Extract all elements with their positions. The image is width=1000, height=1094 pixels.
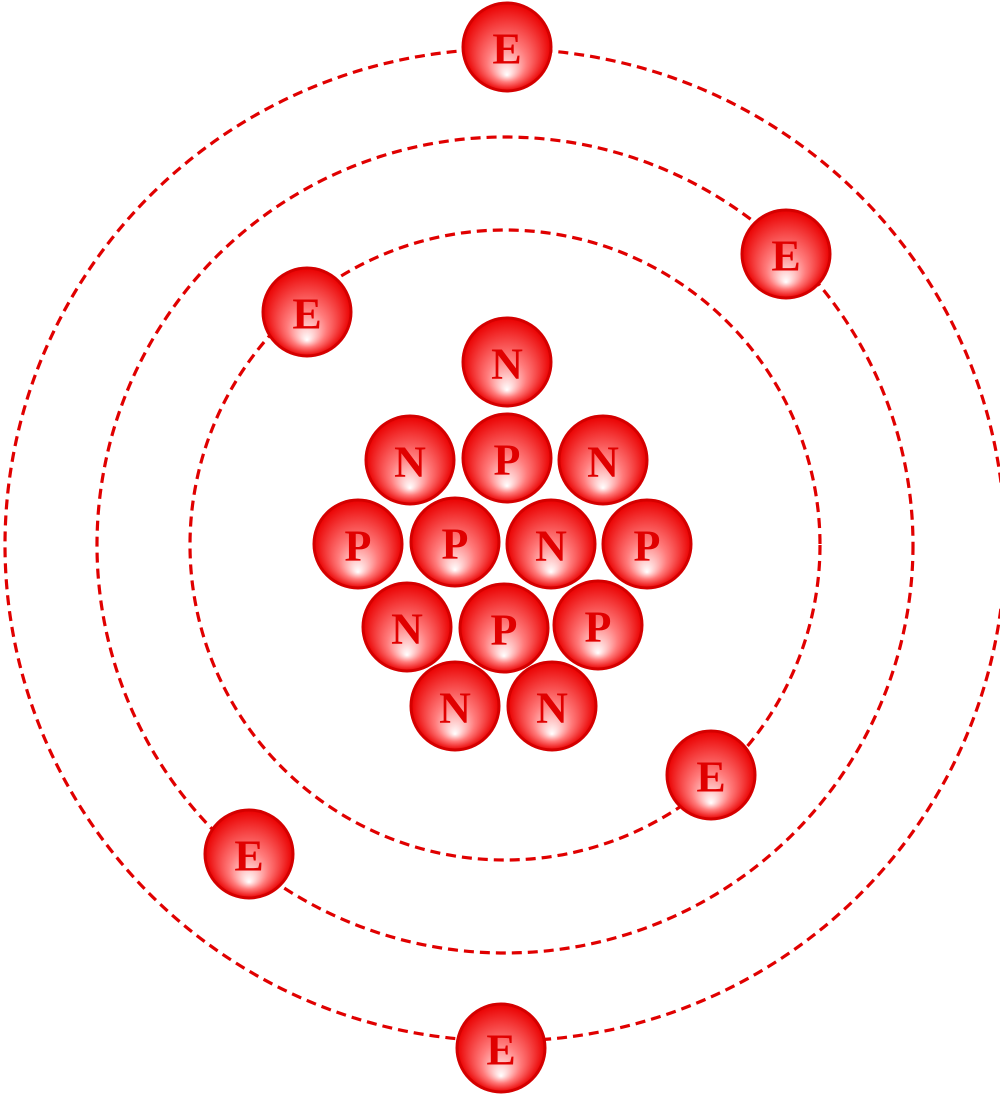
proton-sphere: [409, 496, 501, 588]
electron-sphere: [740, 208, 832, 300]
neutron-label: N: [536, 684, 568, 733]
electron-sphere: [455, 1002, 547, 1094]
electron-label: E: [486, 1026, 515, 1075]
proton: P: [458, 582, 550, 674]
electron: E: [203, 808, 295, 900]
electron-label: E: [696, 753, 725, 802]
neutron-sphere: [461, 316, 553, 408]
neutron-label: N: [394, 438, 426, 487]
neutron: N: [361, 581, 453, 673]
proton-sphere: [312, 498, 404, 590]
neutron-label: N: [491, 340, 523, 389]
proton-label: P: [494, 436, 521, 485]
electron: E: [740, 208, 832, 300]
neutron: N: [505, 498, 597, 590]
electron-sphere: [261, 266, 353, 358]
proton-label: P: [442, 520, 469, 569]
electrons: E E E E E E: [203, 1, 832, 1094]
electron-sphere: [665, 729, 757, 821]
proton: P: [409, 496, 501, 588]
electron: E: [455, 1002, 547, 1094]
neutron-sphere: [505, 498, 597, 590]
electron-label: E: [492, 25, 521, 74]
neutron-sphere: [361, 581, 453, 673]
neutron-sphere: [557, 414, 649, 506]
proton: P: [461, 412, 553, 504]
neutron-sphere: [364, 414, 456, 506]
proton: P: [601, 498, 693, 590]
neutron-sphere: [506, 660, 598, 752]
neutron: N: [557, 414, 649, 506]
proton-sphere: [552, 579, 644, 671]
middle-orbit: [95, 135, 915, 955]
proton-label: P: [491, 606, 518, 655]
electron-label: E: [771, 232, 800, 281]
proton: P: [312, 498, 404, 590]
proton-label: P: [345, 522, 372, 571]
electron: E: [461, 1, 553, 93]
proton-sphere: [461, 412, 553, 504]
electron-label: E: [292, 290, 321, 339]
neutron-label: N: [439, 684, 471, 733]
neutron-label: N: [587, 438, 619, 487]
inner-orbit: [188, 228, 822, 862]
neutron-label: N: [391, 605, 423, 654]
neutron: N: [506, 660, 598, 752]
proton: P: [552, 579, 644, 671]
neutron: N: [364, 414, 456, 506]
neutron-label: N: [535, 522, 567, 571]
proton-label: P: [634, 522, 661, 571]
electron: E: [261, 266, 353, 358]
neutron: N: [461, 316, 553, 408]
electron-label: E: [234, 832, 263, 881]
orbits: [3, 47, 1000, 1043]
proton-sphere: [601, 498, 693, 590]
neutron: N: [409, 660, 501, 752]
outer-orbit: [3, 47, 1000, 1043]
electron-sphere: [203, 808, 295, 900]
proton-sphere: [458, 582, 550, 674]
neutron-sphere: [409, 660, 501, 752]
proton-label: P: [585, 603, 612, 652]
electron-sphere: [461, 1, 553, 93]
electron: E: [665, 729, 757, 821]
